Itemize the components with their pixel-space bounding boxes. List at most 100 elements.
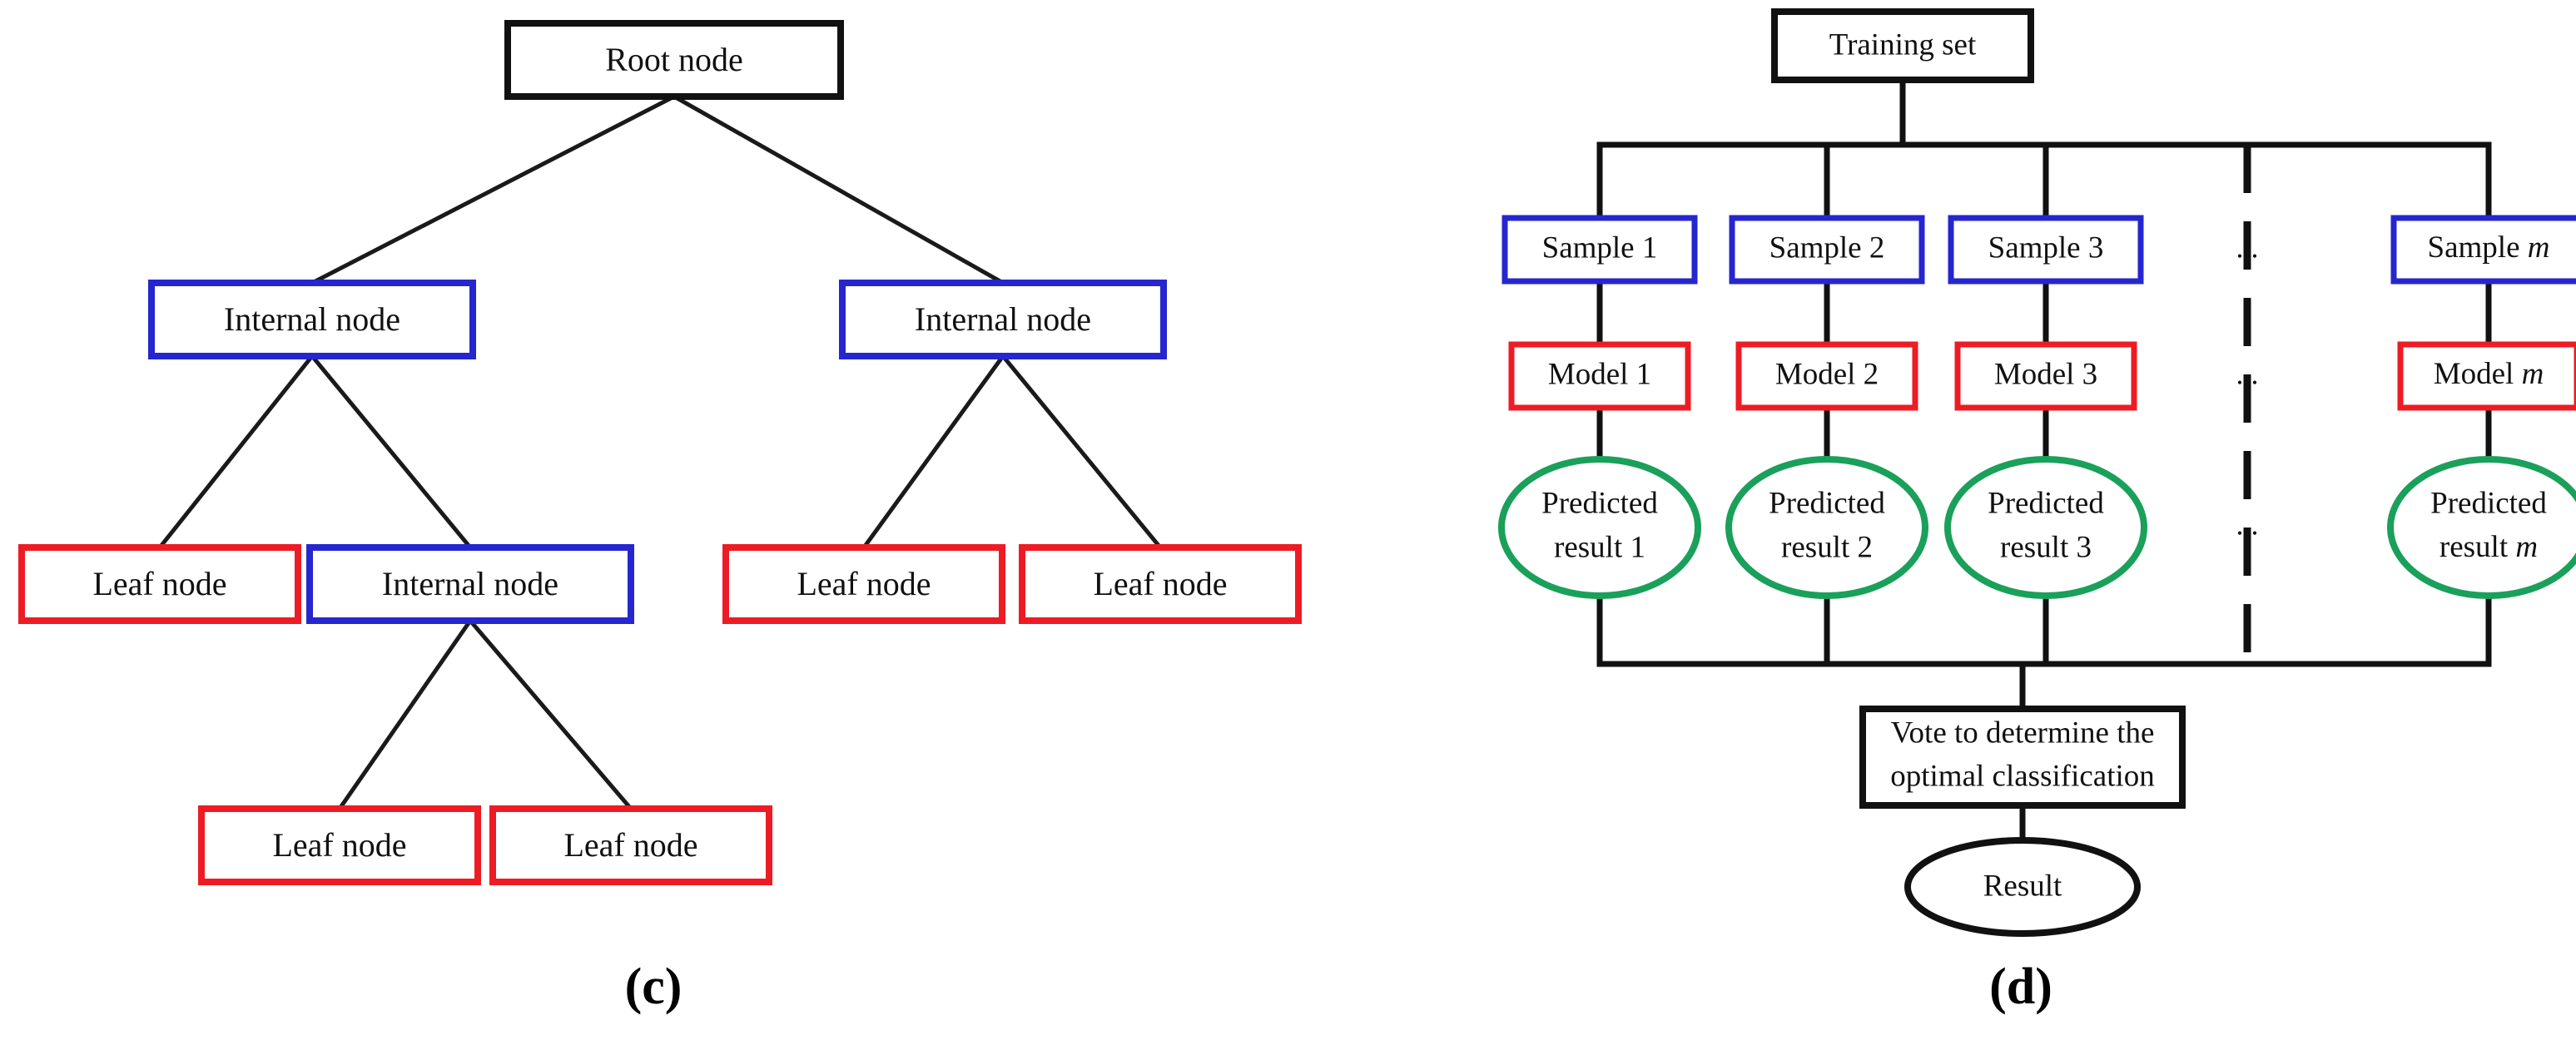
node-predicted-result-2-line2: result 2 (1781, 530, 1873, 564)
node-training-set[interactable]: Training set (1771, 8, 2034, 83)
node-predicted-result-m-line2: result m (2440, 530, 2538, 564)
node-leaf-1-box (18, 544, 301, 624)
ensemble-connectors-bottom (1596, 589, 2492, 845)
node-sample-m-prefix: Sample (2428, 230, 2528, 265)
node-leaf-2[interactable]: Leaf node (722, 544, 1005, 624)
node-model-m[interactable]: Model m (2397, 341, 2576, 411)
node-model-m-label: Model m (2434, 357, 2544, 391)
edge-internal-left-to-internal-center (309, 353, 474, 551)
node-vote-box[interactable]: Vote to determine the optimal classifica… (1859, 706, 2186, 809)
node-root-box (504, 20, 844, 100)
node-internal-center-label: Internal node (382, 565, 558, 602)
node-leaf-3-label: Leaf node (1093, 565, 1227, 602)
edge-internal-right-to-leaf3 (1000, 353, 1164, 551)
node-vote-box-line1: Vote to determine the (1891, 716, 2155, 750)
ensemble-connectors-top (1596, 77, 2492, 221)
node-sample-3-box (1948, 215, 2144, 285)
node-predicted-result-3[interactable]: Predicted result 3 (1944, 456, 2147, 599)
node-internal-center[interactable]: Internal node (306, 544, 634, 624)
node-internal-right[interactable]: Internal node (839, 280, 1167, 359)
node-sample-1-label: Sample 1 (1542, 230, 1658, 265)
node-sample-2-box (1729, 215, 1925, 285)
node-leaf-3[interactable]: Leaf node (1019, 544, 1302, 624)
node-internal-right-box (839, 280, 1167, 359)
node-leaf-5-box (489, 805, 772, 885)
node-predicted-result-m-ellipse (2387, 456, 2576, 599)
edge-root-to-internal-right (671, 93, 1006, 286)
node-result-ellipse (1904, 837, 2141, 937)
node-result[interactable]: Result (1904, 837, 2141, 937)
panel-d-caption: (d) (1989, 958, 2052, 1015)
node-leaf-4-label: Leaf node (272, 826, 406, 864)
node-leaf-1-label: Leaf node (92, 565, 226, 602)
node-model-2[interactable]: Model 2 (1735, 341, 1918, 411)
node-result-label: Result (1983, 869, 2062, 903)
node-sample-2[interactable]: Sample 2 (1729, 215, 1925, 285)
node-leaf-5[interactable]: Leaf node (489, 805, 772, 885)
node-model-3[interactable]: Model 3 (1954, 341, 2137, 411)
row-predicted-results: Predicted result 1 Predicted result 2 Pr… (1498, 456, 2576, 599)
node-sample-m-suffix: m (2528, 230, 2550, 265)
node-predicted-result-3-line2: result 3 (2000, 530, 2092, 564)
node-model-m-box (2397, 341, 2576, 411)
node-internal-left[interactable]: Internal node (148, 280, 476, 359)
node-model-m-suffix: m (2522, 357, 2544, 391)
node-internal-right-label: Internal node (915, 300, 1091, 338)
node-predicted-result-m-prefix: result (2440, 530, 2515, 564)
node-vote-box-line2: optimal classification (1890, 759, 2155, 793)
ellipsis-samples: ... (2236, 230, 2259, 264)
node-training-set-label: Training set (1829, 27, 1977, 62)
ellipsis-models: ... (2236, 357, 2259, 390)
node-predicted-result-3-line1: Predicted (1988, 486, 2104, 520)
node-predicted-result-2[interactable]: Predicted result 2 (1725, 456, 1928, 599)
node-leaf-3-box (1019, 544, 1302, 624)
node-sample-3-label: Sample 3 (1988, 230, 2104, 265)
node-leaf-1[interactable]: Leaf node (18, 544, 301, 624)
node-model-m-prefix: Model (2434, 357, 2522, 391)
ensemble-connectors-mid (1596, 278, 2492, 466)
node-leaf-4-box (198, 805, 481, 885)
node-root-label: Root node (605, 41, 743, 78)
tree-edges (156, 93, 1164, 812)
node-sample-m-box (2390, 215, 2576, 285)
node-internal-left-label: Internal node (224, 300, 400, 338)
row-samples: Sample 1 Sample 2 Sample 3 Sample m ... (1501, 215, 2576, 285)
node-training-set-box (1771, 8, 2034, 83)
edge-internal-right-to-leaf2 (861, 353, 1006, 551)
node-internal-center-box (306, 544, 634, 624)
ellipsis-predicted-results: ... (2236, 508, 2259, 541)
row-models: Model 1 Model 2 Model 3 Model m ... (1508, 341, 2576, 411)
edge-internal-center-to-leaf5 (467, 617, 634, 812)
node-model-1-box (1508, 341, 1691, 411)
node-predicted-result-1-ellipse (1498, 456, 1701, 599)
edge-root-to-internal-left (309, 93, 678, 286)
node-leaf-2-label: Leaf node (797, 565, 931, 602)
node-root[interactable]: Root node (504, 20, 844, 100)
node-sample-m[interactable]: Sample m (2390, 215, 2576, 285)
panel-c-decision-tree: Root node Internal node Internal node Le… (18, 20, 1302, 1015)
node-predicted-result-1-line2: result 1 (1554, 530, 1645, 564)
node-leaf-4[interactable]: Leaf node (198, 805, 481, 885)
node-predicted-result-m-suffix: m (2515, 530, 2538, 564)
node-internal-left-box (148, 280, 476, 359)
node-predicted-result-3-ellipse (1944, 456, 2147, 599)
node-sample-1[interactable]: Sample 1 (1501, 215, 1698, 285)
node-predicted-result-m[interactable]: Predicted result m (2387, 456, 2576, 599)
node-model-1[interactable]: Model 1 (1508, 341, 1691, 411)
edge-internal-center-to-leaf4 (336, 617, 474, 812)
edge-internal-left-to-leaf1 (156, 353, 315, 551)
node-model-2-label: Model 2 (1775, 357, 1879, 391)
node-model-2-box (1735, 341, 1918, 411)
node-model-3-box (1954, 341, 2137, 411)
node-sample-m-label: Sample m (2428, 230, 2550, 265)
node-predicted-result-m-line1: Predicted (2430, 486, 2547, 520)
node-predicted-result-1[interactable]: Predicted result 1 (1498, 456, 1701, 599)
node-predicted-result-2-ellipse (1725, 456, 1928, 599)
panel-c-caption: (c) (625, 958, 682, 1015)
node-sample-3[interactable]: Sample 3 (1948, 215, 2144, 285)
node-predicted-result-2-line1: Predicted (1769, 486, 1885, 520)
node-leaf-2-box (722, 544, 1005, 624)
node-model-1-label: Model 1 (1548, 357, 1651, 391)
